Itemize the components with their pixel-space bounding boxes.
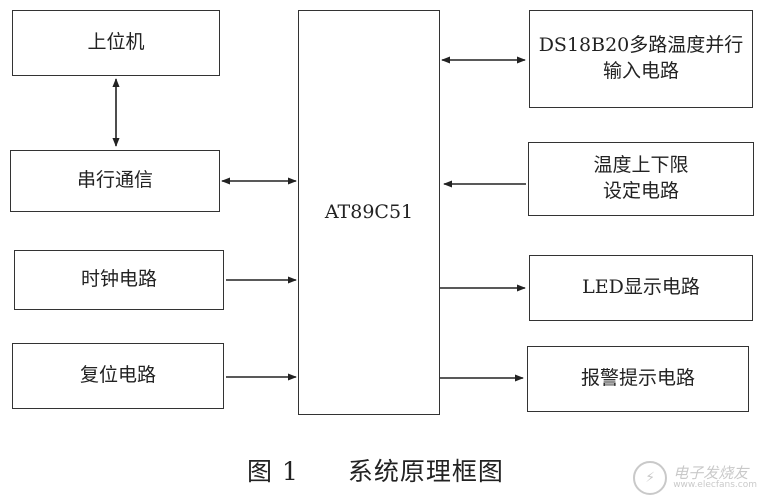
host-computer-label: 上位机 [87, 31, 145, 54]
figure-caption: 图 1 系统原理框图 [245, 452, 504, 488]
reset-circuit-label: 复位电路 [79, 364, 156, 387]
elecfans-logo-icon: ⚡ [633, 461, 668, 495]
clock-circuit-label: 时钟电路 [80, 268, 157, 291]
led-display-circuit-box: LED显示电路 [529, 255, 753, 321]
figure-number: 图 1 [247, 457, 299, 486]
clock-circuit-box: 时钟电路 [14, 250, 224, 310]
mcu-box: AT89C51 [298, 10, 440, 415]
host-computer-box: 上位机 [12, 10, 220, 76]
serial-communication-label: 串行通信 [76, 169, 153, 192]
limit-setting-circuit-label-line2: 设定电路 [602, 180, 679, 202]
alarm-circuit-box: 报警提示电路 [527, 346, 749, 412]
temp-input-circuit-label-line2: 输入电路 [602, 60, 679, 82]
mcu-label: AT89C51 [324, 200, 414, 223]
limit-setting-circuit-label-line1: 温度上下限 [593, 154, 689, 177]
serial-communication-box: 串行通信 [10, 150, 220, 212]
alarm-circuit-label: 报警提示电路 [580, 367, 695, 390]
watermark-url: www.elecfans.com [673, 480, 757, 491]
figure-title: 系统原理框图 [347, 457, 504, 486]
watermark: ⚡ 电子发烧友 www.elecfans.com [633, 461, 757, 495]
watermark-title: 电子发烧友 [673, 463, 749, 482]
temp-input-circuit-label-line1: DS18B20多路温度并行 [538, 34, 744, 57]
led-display-circuit-label: LED显示电路 [582, 276, 700, 299]
temp-input-circuit-box: DS18B20多路温度并行 输入电路 [529, 10, 753, 108]
reset-circuit-box: 复位电路 [12, 343, 224, 409]
limit-setting-circuit-box: 温度上下限 设定电路 [528, 142, 754, 216]
